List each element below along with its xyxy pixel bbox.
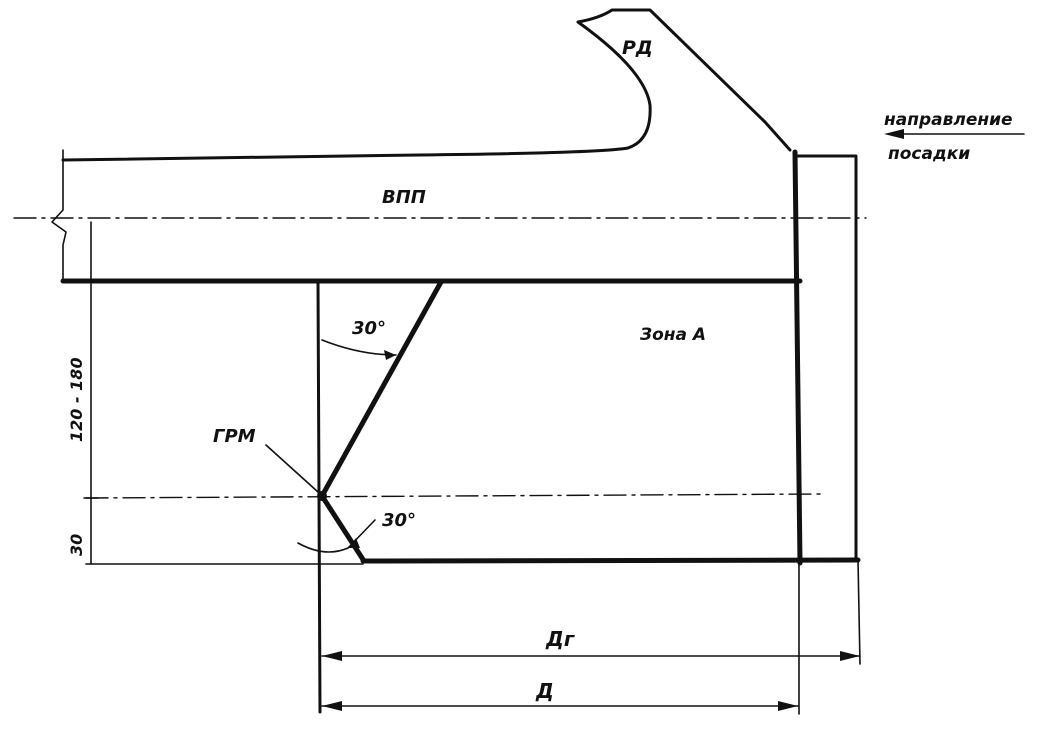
grm-label: ГРМ [213, 426, 256, 447]
dimension-vertical-upper-label: 120 - 180 [67, 357, 86, 442]
grm-point [317, 491, 327, 501]
grm-leader-line [265, 444, 319, 493]
taxiway-outline [61, 8, 792, 162]
dimension-dg-arrow-left [322, 651, 342, 661]
runway-label: ВПП [382, 187, 426, 208]
dimension-d-arrow-right [778, 701, 798, 711]
landing-direction-label-line1: направление [884, 110, 1013, 130]
dimension-dg-arrow-right [840, 651, 860, 661]
landing-direction-label-line2: посадки [888, 144, 970, 164]
angle-arc-top-arrow [384, 350, 396, 360]
angle-bottom-label: 30° [382, 510, 416, 531]
glide-axis [85, 493, 821, 499]
dimension-vertical-lower-label: 30 [67, 534, 86, 556]
zone-bottom-boundary [360, 557, 861, 564]
sector-line-lower [319, 493, 367, 564]
angle-arc-bottom [297, 542, 349, 553]
zone-label: Зона А [639, 325, 706, 345]
dimension-dg-label: Дг [545, 627, 575, 651]
runway-break-mark [51, 149, 67, 283]
angle-arc-bottom-arrow [348, 538, 360, 548]
threshold-extension [793, 154, 858, 562]
taxiway-label: РД [622, 37, 653, 59]
landing-direction-arrowhead [884, 129, 904, 139]
dimension-dg-extension [857, 559, 861, 665]
angle-top-label: 30° [352, 318, 386, 339]
sector-line-upper [319, 279, 444, 499]
runway-threshold [792, 149, 803, 566]
dimension-d-label: Д [535, 679, 554, 703]
dimension-d-arrow-left [322, 701, 342, 711]
